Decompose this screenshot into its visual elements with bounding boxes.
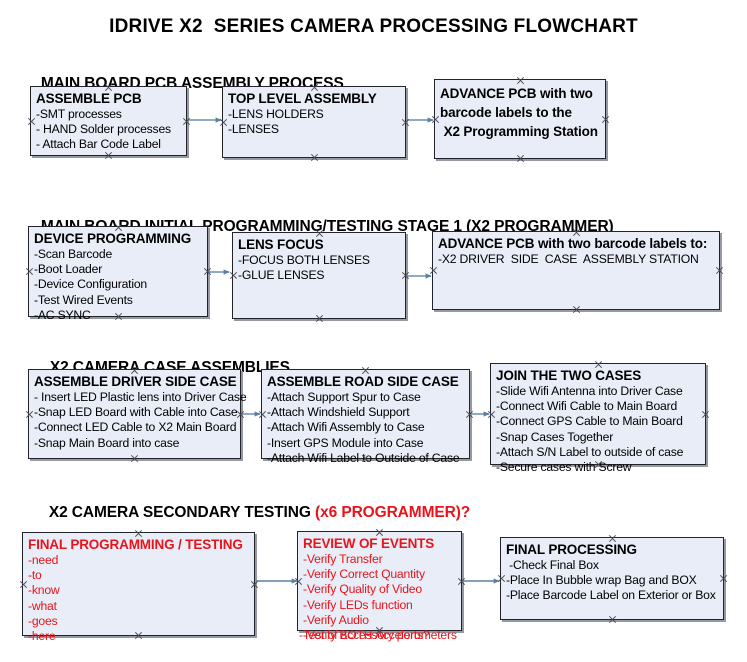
node-title: ADVANCE PCB with two	[440, 86, 593, 101]
node-line: -to	[28, 568, 42, 583]
node-review-of-events-overflow-line: -Test of accessory ports?	[299, 628, 430, 642]
section-heading-secondary-testing: X2 CAMERA SECONDARY TESTING (x6 PROGRAMM…	[32, 486, 470, 540]
node-title: barcode labels to the	[440, 105, 572, 120]
node-line: -Attach Wifi Assembly to Case	[267, 420, 425, 435]
connection-handle-right[interactable]	[715, 266, 724, 275]
node-assemble-road-side-case[interactable]: ASSEMBLE ROAD SIDE CASE -Attach Support …	[261, 369, 470, 465]
node-body: JOIN THE TWO CASES -Slide Wifi Antenna i…	[491, 364, 705, 475]
node-line: -Place Barcode Label on Exterior or Box	[506, 588, 716, 603]
node-body: REVIEW OF EVENTS -Verify Transfer -Verif…	[298, 532, 461, 643]
connection-handle-bottom[interactable]	[608, 615, 617, 624]
node-final-programming-testing[interactable]: FINAL PROGRAMMING / TESTING -need -to -k…	[22, 532, 255, 643]
node-line: -Test Wired Events	[34, 292, 133, 307]
node-line: - Insert LED Plastic lens into Driver Ca…	[34, 390, 247, 404]
connection-handle-bottom[interactable]	[572, 305, 581, 314]
node-line: -know	[28, 583, 60, 598]
node-line: -Snap Main Board into case	[34, 435, 180, 450]
node-title: ADVANCE PCB with two barcode labels to:	[438, 236, 708, 251]
node-title: FINAL PROCESSING	[506, 542, 637, 557]
node-body: ADVANCE PCB with two barcode labels to: …	[433, 232, 719, 267]
node-line: -goes	[28, 613, 58, 628]
connection-handle-bottom[interactable]	[310, 153, 319, 162]
node-body: ASSEMBLE ROAD SIDE CASE -Attach Support …	[262, 370, 469, 466]
node-line: -Verify Quality of Video	[303, 582, 422, 597]
node-advance-pcb-driver-side-station[interactable]: ADVANCE PCB with two barcode labels to: …	[432, 231, 720, 310]
node-title: FINAL PROGRAMMING / TESTING	[28, 537, 243, 552]
node-line: -Boot Loader	[34, 262, 103, 277]
node-line: -Connect GPS Cable to Main Board	[496, 414, 683, 429]
node-line: -what	[28, 598, 57, 613]
node-line: -Secure cases with Screw	[496, 460, 632, 475]
node-line: -LENS HOLDERS	[228, 107, 324, 121]
connection-handle-bottom[interactable]	[516, 154, 525, 163]
node-body: DEVICE PROGRAMMING -Scan Barcode -Boot L…	[29, 227, 207, 323]
node-device-programming[interactable]: DEVICE PROGRAMMING -Scan Barcode -Boot L…	[28, 226, 208, 322]
node-line: -need	[28, 553, 59, 567]
node-join-the-two-cases[interactable]: JOIN THE TWO CASES -Slide Wifi Antenna i…	[490, 363, 706, 474]
node-line: -FOCUS BOTH LENSES	[238, 253, 370, 267]
node-line: -Verify Audio	[303, 612, 369, 627]
node-line: -Insert GPS Module into Case	[267, 435, 424, 450]
node-line: -Device Configuration	[34, 277, 147, 292]
connection-handle-left[interactable]	[429, 266, 438, 275]
node-line: -Verify Transfer	[303, 552, 383, 566]
node-line: -Snap LED Board with Cable into Case	[34, 405, 238, 420]
connection-handle-bottom[interactable]	[130, 454, 139, 463]
node-line: -Attach Windshield Support	[267, 405, 410, 420]
node-title: ASSEMBLE ROAD SIDE CASE	[267, 374, 459, 389]
section-heading-accent: (x6 PROGRAMMER)?	[315, 504, 471, 521]
node-line: -Attach Wifi Label to Outside of Case	[267, 450, 460, 465]
node-line: -Connect Wifi Cable to Main Board	[496, 399, 678, 414]
node-title: X2 Programming Station	[440, 124, 598, 139]
node-title: ASSEMBLE PCB	[36, 91, 142, 106]
node-line: -Verify LEDs function	[303, 597, 413, 612]
node-lens-focus[interactable]: LENS FOCUS -FOCUS BOTH LENSES -GLUE LENS…	[232, 232, 406, 319]
node-line: -Scan Barcode	[34, 247, 113, 261]
node-line: -Attach S/N Label to outside of case	[496, 444, 684, 459]
node-body: ASSEMBLE PCB -SMT processes - HAND Solde…	[31, 87, 186, 153]
node-advance-pcb-programming-station[interactable]: ADVANCE PCB with two barcode labels to t…	[434, 79, 606, 159]
node-body: LENS FOCUS -FOCUS BOTH LENSES -GLUE LENS…	[233, 233, 405, 283]
node-top-level-assembly[interactable]: TOP LEVEL ASSEMBLY -LENS HOLDERS -LENSES	[222, 86, 406, 158]
node-line: -Snap Cases Together	[496, 429, 614, 444]
node-title: JOIN THE TWO CASES	[496, 368, 642, 383]
node-line: -Connect LED Cable to X2 Main Board	[34, 420, 237, 435]
page-title: IDRIVE X2 SERIES CAMERA PROCESSING FLOWC…	[109, 16, 638, 37]
node-line: - HAND Solder processes	[36, 122, 171, 137]
node-line: - Attach Bar Code Label	[36, 137, 161, 152]
connection-handle-bottom[interactable]	[315, 314, 324, 323]
node-title: DEVICE PROGRAMMING	[34, 231, 192, 246]
node-title: REVIEW OF EVENTS	[303, 536, 435, 551]
node-line: -AC SYNC	[34, 307, 91, 322]
node-line: -GLUE LENSES	[238, 268, 325, 283]
node-body: FINAL PROGRAMMING / TESTING -need -to -k…	[23, 533, 254, 644]
node-line: -SMT processes	[36, 107, 122, 121]
node-line: -here	[28, 629, 56, 644]
node-line: -Slide Wifi Antenna into Driver Case	[496, 384, 683, 398]
node-title: TOP LEVEL ASSEMBLY	[228, 91, 377, 106]
node-title: LENS FOCUS	[238, 237, 324, 252]
node-line: -X2 DRIVER SIDE CASE ASSEMBLY STATION	[438, 252, 699, 266]
node-line: -Check Final Box	[506, 558, 599, 572]
node-line: -Verify Correct Quantity	[303, 567, 425, 582]
node-line: -LENSES	[228, 122, 279, 137]
node-body: TOP LEVEL ASSEMBLY -LENS HOLDERS -LENSES	[223, 87, 405, 137]
section-heading-text: X2 CAMERA SECONDARY TESTING	[48, 504, 316, 521]
node-line: -Verify BOTH Accelerometers	[303, 628, 457, 643]
node-line: -Attach Support Spur to Case	[267, 390, 421, 404]
node-line: -Place In Bubble wrap Bag and BOX	[506, 573, 697, 588]
node-final-processing[interactable]: FINAL PROCESSING -Check Final Box -Place…	[500, 537, 724, 620]
node-body: ADVANCE PCB with two barcode labels to t…	[435, 80, 605, 141]
node-assemble-driver-side-case[interactable]: ASSEMBLE DRIVER SIDE CASE - Insert LED P…	[28, 369, 247, 459]
node-title: ASSEMBLE DRIVER SIDE CASE	[34, 374, 237, 389]
node-review-of-events[interactable]: REVIEW OF EVENTS -Verify Transfer -Verif…	[297, 531, 462, 642]
node-body: FINAL PROCESSING -Check Final Box -Place…	[501, 538, 723, 604]
node-assemble-pcb[interactable]: ASSEMBLE PCB -SMT processes - HAND Solde…	[30, 86, 187, 156]
node-body: ASSEMBLE DRIVER SIDE CASE - Insert LED P…	[29, 370, 247, 451]
